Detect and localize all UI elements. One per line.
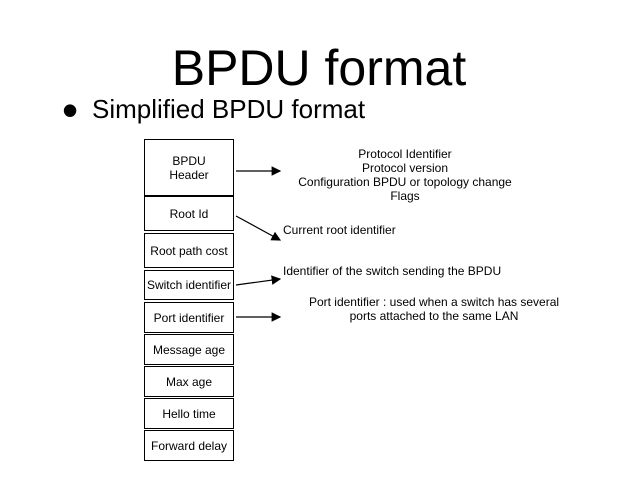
annotation-switch-id: Identifier of the switch sending the BPD…: [283, 264, 502, 278]
field-bpdu-header: BPDU Header: [144, 139, 234, 196]
field-switch-identifier-label: Switch identifier: [146, 278, 232, 292]
field-root-path-cost-label: Root path cost: [150, 243, 228, 258]
field-hello-time: Hello time: [144, 398, 234, 429]
field-max-age-label: Max age: [165, 374, 213, 389]
annotation-header: Protocol Identifier Protocol version Con…: [280, 147, 530, 203]
field-message-age-label: Message age: [152, 342, 226, 357]
field-port-identifier: Port identifier: [144, 302, 234, 333]
field-root-id: Root Id: [144, 196, 234, 231]
field-message-age: Message age: [144, 334, 234, 365]
page-title: BPDU format: [171, 40, 467, 96]
field-forward-delay-label: Forward delay: [150, 438, 228, 453]
annotation-port-id-line-1: Port identifier : used when a switch has…: [308, 295, 560, 309]
field-root-id-label: Root Id: [169, 206, 209, 221]
annotation-header-line-3: Configuration BPDU or topology change: [298, 175, 512, 189]
field-root-path-cost: Root path cost: [144, 233, 234, 268]
arrow-switch-id: [235, 275, 282, 286]
annotation-root-id: Current root identifier: [283, 223, 396, 237]
bullet-icon: •: [62, 84, 79, 136]
arrow-root-id: [235, 215, 282, 241]
annotation-header-line-2: Protocol version: [361, 161, 449, 175]
field-max-age: Max age: [144, 366, 234, 397]
field-port-identifier-label: Port identifier: [153, 310, 225, 325]
annotation-port-id-line-2: ports attached to the same LAN: [349, 309, 519, 323]
field-forward-delay: Forward delay: [144, 430, 234, 461]
bullet-text: Simplified BPDU format: [92, 94, 366, 124]
field-bpdu-header-line-1: BPDU: [172, 153, 206, 168]
field-hello-time-label: Hello time: [162, 406, 216, 421]
annotation-header-line-4: Flags: [390, 189, 420, 203]
annotation-header-line-1: Protocol Identifier: [358, 147, 452, 161]
annotation-port-id: Port identifier : used when a switch has…: [286, 295, 582, 323]
field-bpdu-header-line-2: Header: [169, 167, 209, 182]
field-switch-identifier: Switch identifier: [144, 270, 234, 300]
